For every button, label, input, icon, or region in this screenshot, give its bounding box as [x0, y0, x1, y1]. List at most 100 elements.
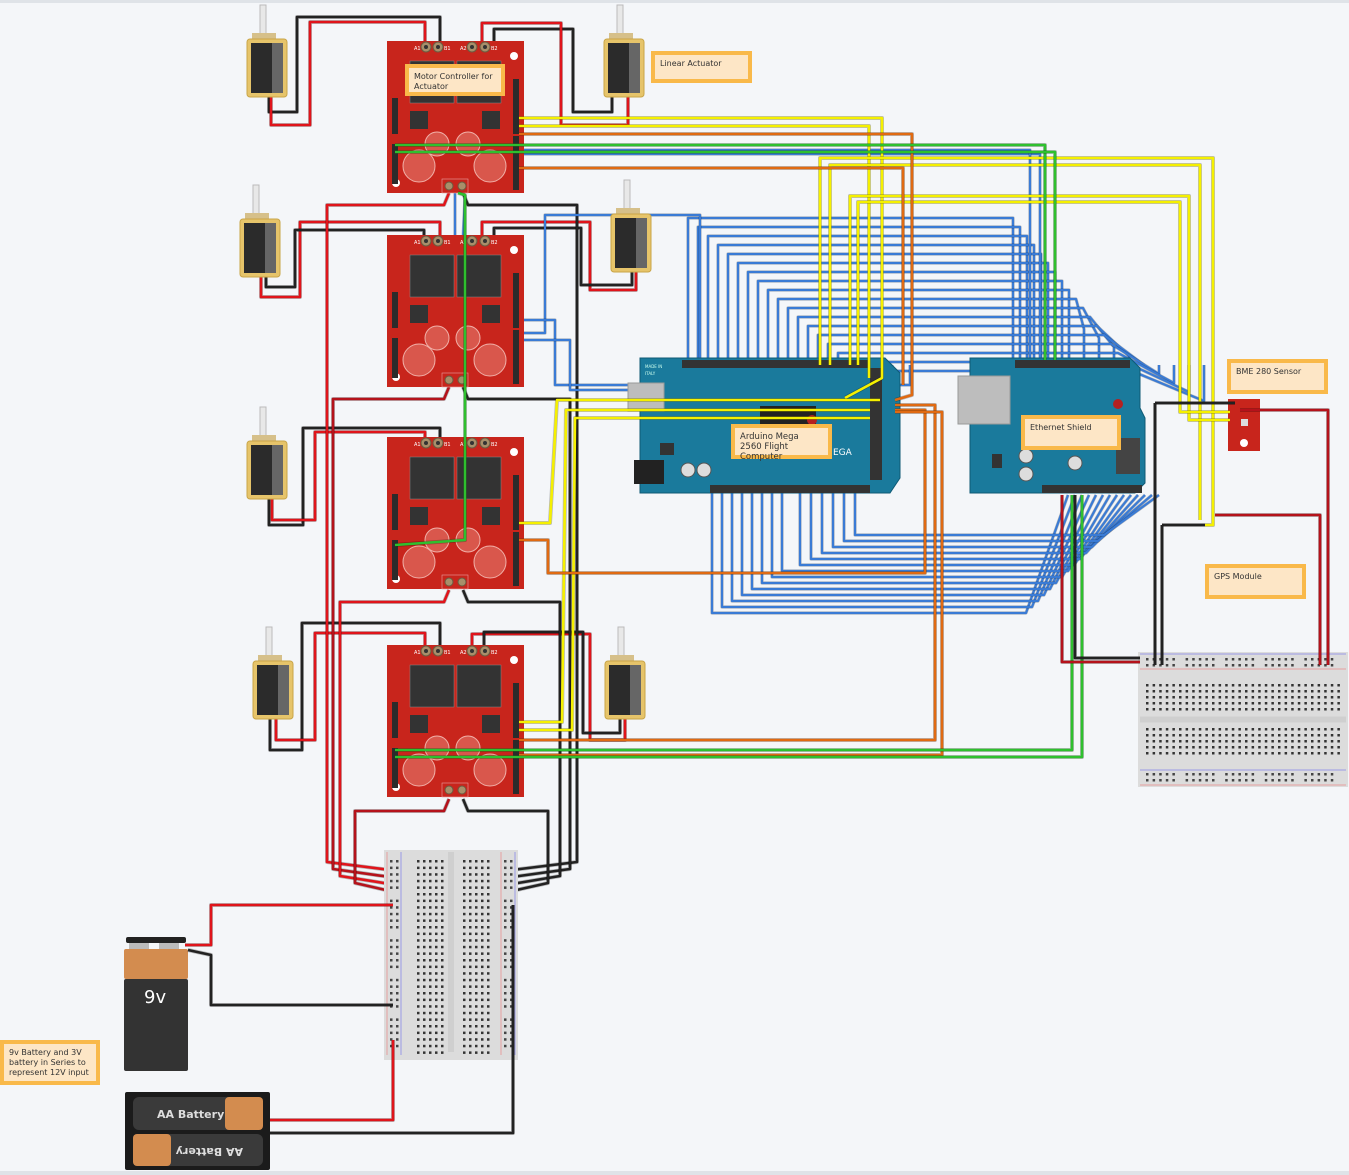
wire[interactable] — [828, 163, 1202, 520]
wire[interactable] — [353, 798, 451, 893]
note-power-input[interactable]: 9v Battery and 3V battery in Series to r… — [0, 1040, 100, 1085]
wire[interactable] — [816, 333, 1145, 366]
wire[interactable] — [269, 20, 427, 127]
wire[interactable] — [519, 408, 870, 724]
wire[interactable] — [1073, 495, 1140, 660]
wire[interactable] — [270, 1040, 395, 1122]
wire[interactable] — [818, 156, 1215, 527]
wire[interactable] — [809, 490, 1132, 561]
note-arduino-mega[interactable]: Arduino Mega 2560 Flight Computer — [731, 424, 832, 462]
linear-actuator-1[interactable] — [246, 4, 288, 98]
note-linear-actuator[interactable]: Linear Actuator — [651, 51, 752, 83]
wire[interactable] — [492, 226, 634, 287]
wire[interactable] — [519, 398, 880, 525]
wire[interactable] — [1240, 408, 1330, 665]
hole — [463, 1051, 466, 1054]
wire[interactable] — [1060, 495, 1140, 664]
hole — [1238, 746, 1241, 749]
wire[interactable] — [325, 192, 451, 872]
wire[interactable] — [686, 216, 1015, 365]
wire[interactable] — [853, 490, 1160, 537]
wire[interactable] — [338, 589, 451, 886]
wire[interactable] — [395, 495, 1084, 759]
wire[interactable] — [519, 132, 914, 402]
hole — [469, 998, 472, 1002]
wire[interactable] — [270, 905, 515, 1135]
wire[interactable] — [470, 632, 627, 742]
wire[interactable] — [820, 490, 1139, 555]
linear-actuator-2[interactable] — [603, 4, 645, 98]
breadboard-sensors[interactable] — [1138, 652, 1348, 787]
note-bme280[interactable]: BME 280 Sensor — [1227, 359, 1328, 394]
hole — [469, 879, 472, 883]
linear-actuator-4[interactable] — [610, 179, 652, 273]
wire[interactable] — [264, 228, 426, 289]
wire[interactable] — [519, 166, 905, 385]
note-gps-module[interactable]: GPS Module — [1205, 564, 1306, 599]
wire[interactable] — [461, 798, 550, 893]
wire[interactable] — [831, 490, 1146, 549]
linear-actuator-7[interactable] — [604, 626, 646, 720]
linear-actuator-6[interactable] — [252, 626, 294, 720]
breadboard-power[interactable] — [384, 850, 518, 1060]
wire[interactable] — [848, 194, 1230, 422]
wire[interactable] — [826, 342, 1161, 376]
wire[interactable] — [268, 621, 442, 752]
wire[interactable] — [519, 213, 702, 370]
rail-hole — [1278, 658, 1281, 661]
wire[interactable] — [1215, 513, 1322, 665]
wire[interactable] — [461, 589, 562, 886]
note-motor-controller[interactable]: Motor Controller for Actuator — [405, 64, 505, 96]
wire[interactable] — [461, 192, 579, 872]
wire[interactable] — [519, 124, 871, 378]
rail-hole — [510, 1005, 513, 1008]
wire[interactable] — [760, 490, 1104, 585]
wire[interactable] — [519, 116, 884, 400]
wire[interactable] — [776, 297, 1086, 365]
wire[interactable] — [756, 279, 1064, 365]
wire[interactable] — [395, 143, 1047, 360]
wire[interactable] — [393, 152, 1042, 360]
wire[interactable] — [740, 490, 1091, 597]
wire[interactable] — [519, 148, 1032, 360]
wire[interactable] — [736, 261, 1050, 365]
wire[interactable] — [716, 243, 1036, 365]
wire[interactable] — [395, 495, 1074, 752]
battery-9v[interactable]: 9v — [124, 937, 188, 1071]
wire[interactable] — [331, 386, 451, 879]
note-ethernet-shield[interactable]: Ethernet Shield — [1021, 415, 1121, 450]
wire[interactable] — [480, 220, 638, 292]
wire[interactable] — [187, 948, 393, 1007]
wire[interactable] — [267, 426, 442, 527]
wire[interactable] — [270, 430, 427, 522]
linear-actuator-3[interactable] — [239, 184, 281, 278]
linear-actuator-5[interactable] — [246, 406, 288, 500]
wire[interactable] — [696, 225, 1022, 365]
wire[interactable] — [482, 630, 622, 735]
wire[interactable] — [259, 220, 442, 299]
wire[interactable] — [395, 150, 1057, 360]
wire[interactable] — [519, 403, 937, 742]
wire[interactable] — [519, 408, 927, 575]
wire[interactable] — [492, 27, 614, 114]
wire[interactable] — [836, 351, 1176, 385]
wire[interactable] — [842, 490, 1153, 543]
wire[interactable] — [720, 490, 1077, 609]
wire[interactable] — [798, 490, 1125, 567]
bme280-sensor[interactable] — [1228, 399, 1260, 451]
wire[interactable] — [519, 410, 944, 757]
wire[interactable] — [394, 191, 467, 547]
wire[interactable] — [267, 15, 442, 114]
wire[interactable] — [519, 318, 912, 387]
wire[interactable] — [274, 631, 427, 742]
wire[interactable] — [480, 21, 630, 127]
wire[interactable] — [856, 200, 1230, 414]
wire[interactable] — [185, 903, 393, 947]
hole — [1185, 752, 1189, 755]
wire[interactable] — [786, 306, 1101, 365]
